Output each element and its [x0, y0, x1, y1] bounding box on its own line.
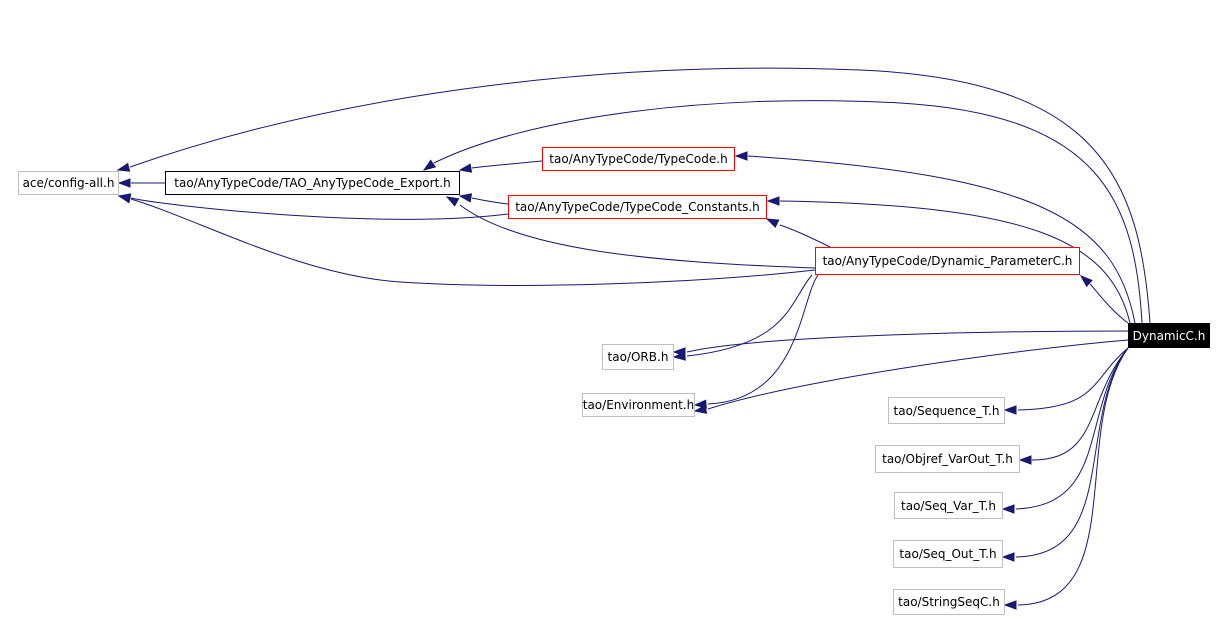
node-stringseqc[interactable]: tao/StringSeqC.h	[893, 589, 1005, 615]
edge-line	[707, 274, 819, 405]
edge-line	[471, 197, 509, 205]
node-seq-out-t[interactable]: tao/Seq_Out_T.h	[893, 540, 1003, 568]
edge-line	[1015, 347, 1129, 510]
edge-line	[1089, 283, 1129, 324]
edge-root-to-typecode	[734, 151, 1136, 324]
arrowhead-icon	[1003, 405, 1017, 415]
edge-line	[459, 204, 816, 269]
edge-line	[1017, 347, 1129, 606]
node-config-all[interactable]: ace/config-all.h	[18, 171, 119, 195]
edge-constants-to-export	[458, 193, 509, 205]
edge-export-to-config	[117, 178, 165, 188]
arrowhead-icon	[1018, 455, 1032, 465]
edge-line	[1017, 347, 1129, 411]
edge-line	[130, 198, 816, 286]
edge-line	[707, 339, 1129, 410]
node-dynamicc-root[interactable]: DynamicC.h	[1128, 323, 1210, 348]
node-objref-varout-t[interactable]: tao/Objref_VarOut_T.h	[875, 445, 1020, 473]
edge-root-to-seqt	[1003, 347, 1129, 415]
edge-line	[747, 155, 1136, 324]
arrowhead-icon	[1003, 600, 1017, 610]
edge-root-to-export	[422, 100, 1143, 324]
node-typecode[interactable]: tao/AnyTypeCode/TypeCode.h	[542, 147, 735, 171]
node-dynamic-parameterc[interactable]: tao/AnyTypeCode/Dynamic_ParameterC.h	[815, 247, 1080, 275]
arrowhead-icon	[672, 347, 686, 357]
edge-root-to-orb	[672, 330, 1129, 357]
edge-dynparam-to-constants	[765, 218, 831, 248]
edge-line	[1031, 347, 1129, 461]
edge-dynparam-to-config	[117, 194, 816, 286]
edge-dynparam-to-env	[693, 274, 819, 409]
arrowhead-icon	[458, 193, 473, 203]
edge-root-to-seqvar	[1001, 347, 1129, 514]
edge-typecode-to-export	[458, 160, 543, 173]
edge-line	[433, 100, 1143, 324]
edge-line	[779, 224, 831, 248]
arrowhead-icon	[116, 162, 131, 172]
edge-dynparam-to-export	[445, 196, 816, 269]
edge-line	[130, 197, 509, 220]
arrowhead-icon	[445, 196, 460, 207]
edge-root-to-strseq	[1003, 347, 1129, 610]
edge-line	[1015, 347, 1129, 558]
node-typecode-constants[interactable]: tao/AnyTypeCode/TypeCode_Constants.h	[508, 195, 767, 219]
arrowhead-icon	[458, 163, 473, 173]
edge-line	[779, 200, 1131, 324]
arrowhead-icon	[765, 218, 780, 229]
arrowhead-icon	[1079, 275, 1093, 288]
edge-root-to-constants	[766, 196, 1131, 324]
edge-line	[129, 67, 1151, 324]
node-tao-anytypecode-export[interactable]: tao/AnyTypeCode/TAO_AnyTypeCode_Export.h	[165, 171, 460, 195]
node-sequence-t[interactable]: tao/Sequence_T.h	[888, 397, 1005, 424]
edges-layer	[116, 67, 1151, 610]
edge-root-to-config	[116, 67, 1151, 324]
edge-line	[686, 274, 813, 357]
node-seq-var-t[interactable]: tao/Seq_Var_T.h	[894, 492, 1003, 519]
node-environment[interactable]: tao/Environment.h	[582, 393, 695, 417]
node-orb[interactable]: tao/ORB.h	[602, 344, 674, 370]
arrowhead-icon	[766, 196, 780, 206]
arrowhead-icon	[422, 159, 437, 171]
arrowhead-icon	[117, 178, 131, 188]
edge-root-to-seqout	[1001, 347, 1129, 562]
arrowhead-icon	[1001, 552, 1015, 562]
edge-root-to-dynparam	[1079, 275, 1129, 324]
arrowhead-icon	[1001, 504, 1015, 514]
edge-root-to-env	[693, 339, 1129, 414]
edge-line	[471, 160, 543, 169]
arrowhead-icon	[693, 404, 708, 414]
edge-line	[686, 330, 1129, 353]
edge-root-to-objref	[1018, 347, 1129, 465]
arrowhead-icon	[734, 151, 748, 161]
arrowhead-icon	[117, 194, 132, 204]
